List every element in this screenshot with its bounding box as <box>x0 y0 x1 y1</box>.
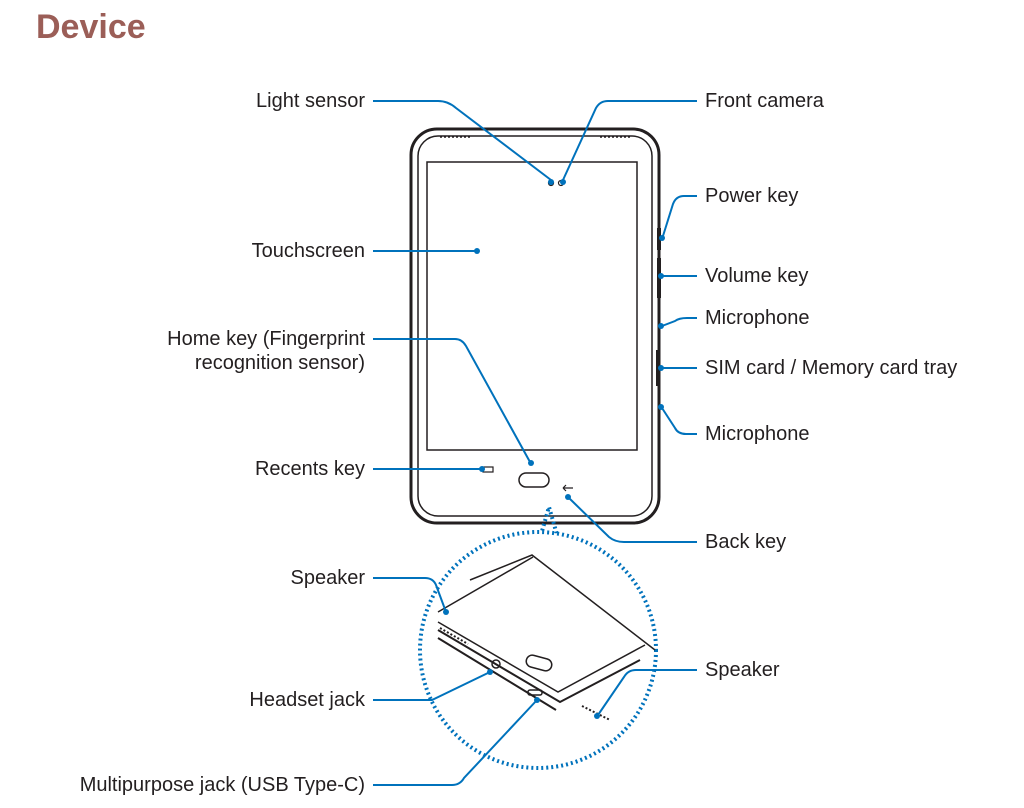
label-power-key: Power key <box>705 185 799 207</box>
label-light-sensor: Light sensor <box>256 90 365 112</box>
label-home-key: Home key (Fingerprint recognition sensor… <box>167 328 365 374</box>
dot-front-camera <box>560 179 566 185</box>
dot-back-key <box>565 494 571 500</box>
side-mic-top-hole <box>657 319 661 323</box>
dot-headset-jack <box>487 669 493 675</box>
zoom-usb-port <box>527 689 543 696</box>
dot-recents-key <box>479 466 485 472</box>
bottom-zoom-view <box>418 499 658 770</box>
callout-back-key <box>568 497 697 543</box>
tablet-front-view <box>409 127 661 525</box>
label-recents-key: Recents key <box>254 458 365 480</box>
callout-front-camera <box>562 100 697 181</box>
dot-power-key <box>659 235 665 241</box>
callout-lines <box>373 100 697 786</box>
home-key-shape <box>518 472 550 488</box>
label-sim-tray: SIM card / Memory card tray <box>705 357 958 379</box>
zoom-home-key <box>525 654 553 672</box>
label-front-camera: Front camera <box>705 90 824 112</box>
zoom-speaker-right-grille <box>581 705 611 721</box>
zoom-device-face <box>437 556 646 693</box>
zoom-pointer <box>536 499 562 546</box>
dot-light-sensor <box>548 179 554 185</box>
callout-dots <box>443 179 665 719</box>
back-key-shape <box>562 484 573 492</box>
label-microphone-bottom: Microphone <box>705 423 810 445</box>
dot-home-key <box>528 460 534 466</box>
page-title: Device <box>36 8 146 46</box>
dot-sim-tray <box>658 365 664 371</box>
label-back-key: Back key <box>705 531 787 553</box>
dot-speaker-right <box>594 713 600 719</box>
callout-microphone-bottom <box>661 407 697 435</box>
callout-headset-jack <box>373 671 491 701</box>
dot-touchscreen <box>474 248 480 254</box>
callout-multipurpose-jack <box>373 699 538 786</box>
power-key-shape <box>657 228 661 250</box>
callout-microphone-top <box>661 317 697 327</box>
callout-power-key <box>662 195 697 237</box>
callout-home-key <box>373 338 531 463</box>
callout-speaker-right <box>597 669 697 716</box>
zoom-device-top-edge <box>469 554 656 651</box>
dot-microphone-top <box>658 323 664 329</box>
zoom-circle <box>418 530 658 770</box>
touchscreen-area <box>426 161 638 451</box>
tablet-inner-frame <box>417 135 653 517</box>
label-touchscreen: Touchscreen <box>251 240 365 262</box>
label-microphone-top: Microphone <box>705 307 810 329</box>
label-speaker-right: Speaker <box>705 659 780 681</box>
dot-volume-key <box>658 273 664 279</box>
dot-multipurpose-jack <box>534 697 540 703</box>
label-multipurpose-jack: Multipurpose jack (USB Type-C) <box>79 774 365 796</box>
callout-light-sensor <box>373 100 552 181</box>
callout-speaker-left <box>373 577 447 613</box>
zoom-headset-jack <box>491 659 501 669</box>
label-headset-jack: Headset jack <box>249 689 365 711</box>
zoom-speaker-left-grille <box>439 627 469 645</box>
label-speaker-left: Speaker <box>290 567 366 589</box>
dot-microphone-bottom <box>658 404 664 410</box>
dot-speaker-left <box>443 609 449 615</box>
label-volume-key: Volume key <box>705 265 809 287</box>
